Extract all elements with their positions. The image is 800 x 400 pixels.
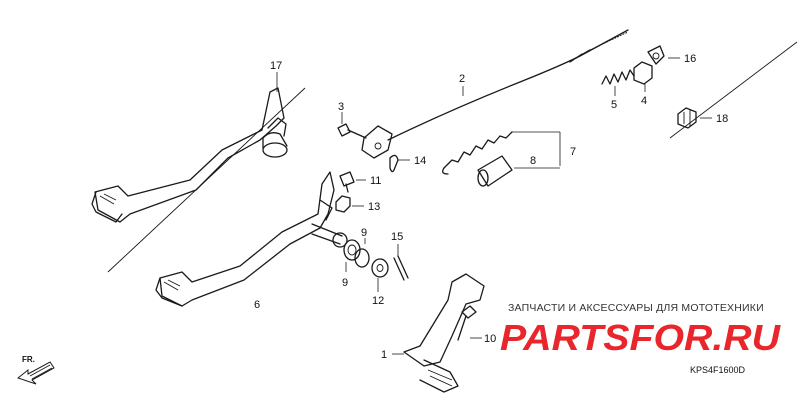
callout-2: 2 (459, 73, 465, 85)
part-2-cable (387, 29, 629, 141)
part-15-pin (393, 255, 409, 281)
part-13-nut (335, 195, 351, 213)
part-6-pedal (155, 171, 348, 307)
callout-18: 18 (716, 113, 728, 125)
part-9-seal-lower (354, 248, 370, 268)
part-14-pin (389, 154, 399, 173)
callout-3: 3 (338, 101, 344, 113)
callout-9-upper: 9 (361, 227, 367, 239)
callout-6: 6 (254, 299, 260, 311)
part-18-nut (677, 107, 697, 129)
callout-17: 17 (270, 60, 282, 72)
watermark-logo-text: PARTSFOR.RU (500, 317, 781, 358)
part-10-bolt (457, 305, 477, 341)
part-9-washer-upper (343, 239, 361, 261)
callout-8: 8 (530, 155, 536, 167)
part-8-sleeve (477, 155, 513, 187)
separator-line-right (669, 41, 798, 139)
callout-11: 11 (370, 175, 381, 187)
part-12-washer (371, 258, 389, 278)
part-5-spring (601, 69, 635, 85)
watermark-logo: PARTSFOR.RU (500, 317, 781, 358)
callout-5: 5 (611, 99, 617, 111)
callout-7: 7 (570, 146, 576, 158)
watermark-subtitle: ЗАПЧАСТИ И АКСЕССУАРЫ ДЛЯ МОТОТЕХНИКИ (508, 302, 764, 314)
callout-13: 13 (368, 201, 380, 213)
part-16-clip (647, 45, 665, 65)
diagram-code: KPS4F1600D (690, 365, 746, 375)
callouts: 17 2 16 4 5 3 18 14 8 7 11 13 9 15 9 12 … (254, 53, 728, 361)
part-17-pedal (91, 87, 288, 223)
part-7-spring (442, 131, 513, 175)
fr-arrow-label: FR. (22, 355, 35, 364)
part-1-arm (403, 273, 485, 393)
callout-14: 14 (414, 155, 426, 167)
callout-12: 12 (372, 295, 384, 307)
callout-1: 1 (381, 349, 387, 361)
callout-10: 10 (484, 333, 496, 345)
part-3-bolt (337, 123, 393, 159)
part-4-nut (633, 61, 653, 85)
callout-15: 15 (391, 231, 403, 243)
leader-lines (276, 57, 712, 355)
fr-arrow-icon (16, 361, 55, 385)
part-11-bolt (339, 171, 355, 193)
callout-16: 16 (684, 53, 696, 65)
callout-4: 4 (641, 95, 647, 107)
callout-9-lower: 9 (342, 277, 348, 289)
